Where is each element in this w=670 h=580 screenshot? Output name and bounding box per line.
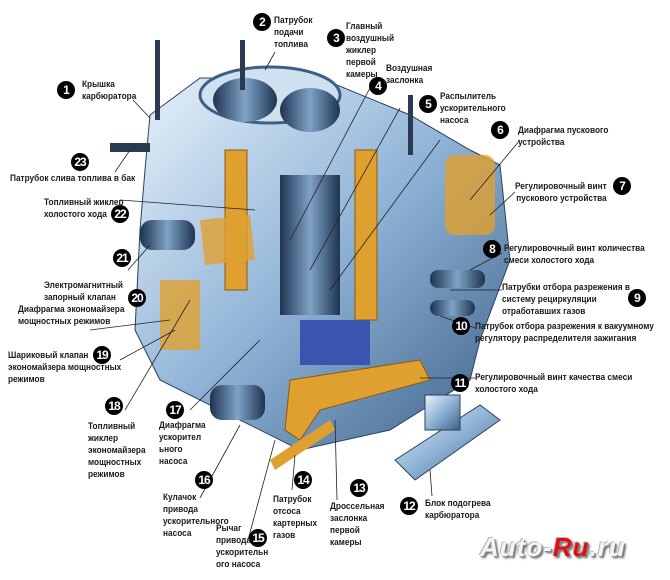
label-economizer-jet: Топливный жиклер экономайзера мощностных…: [88, 421, 146, 479]
watermark-part: Auto-: [480, 532, 553, 562]
label-pump-nozzle: Распылитель ускорительного насоса: [440, 91, 506, 125]
watermark-part: Ru: [552, 532, 590, 562]
label-egr-ports: Патрубки отбора разрежения в систему рец…: [502, 282, 630, 316]
label-starter-screw: Регулировочный винт пускового устройства: [515, 181, 607, 203]
label-idle-fuel-jet: Топливный жиклер холостого хода: [44, 197, 124, 219]
label-crankcase-port: Патрубок отсоса картерных газов: [273, 494, 318, 540]
label-idle-quality-screw: Регулировочный винт качества смеси холос…: [475, 372, 633, 394]
watermark-part: .ru: [589, 532, 626, 562]
label-ball-valve: Шариковый клапан экономайзера мощностных…: [8, 350, 122, 384]
label-throttle-valve: Дроссельная заслонка первой камеры: [330, 501, 385, 547]
callout-number-7: 7: [613, 177, 631, 195]
callout-number-13: 13: [350, 479, 368, 497]
label-choke-valve: Воздушная заслонка: [386, 63, 433, 85]
label-carburetor-cover: Крышка карбюратора: [82, 79, 137, 101]
callout-number-19: 19: [93, 346, 111, 364]
label-pump-diaphragm: Диафрагма ускорител ьного насоса: [159, 420, 206, 466]
callout-number-14: 14: [294, 471, 312, 489]
label-solenoid-valve: Электромагнитный запорный клапан: [44, 280, 124, 302]
callout-number-4: 4: [369, 77, 387, 95]
label-pump-cam: Кулачок привода ускорительного насоса: [163, 492, 229, 538]
label-fuel-inlet: Патрубок подачи топлива: [274, 15, 313, 49]
callout-number-5: 5: [419, 95, 437, 113]
label-main-air-jet: Главный воздушный жиклер первой камеры: [346, 21, 395, 79]
callout-number-21: 21: [113, 249, 131, 267]
callout-number-23: 23: [71, 153, 89, 171]
callout-number-2: 2: [253, 13, 271, 31]
callout-number-10: 10: [452, 317, 470, 335]
callout-number-8: 8: [483, 240, 501, 258]
label-idle-quantity-screw: Регулировочный винт количества смеси хол…: [504, 243, 645, 265]
callout-number-9: 9: [628, 289, 646, 307]
label-pump-lever: Рычаг привода ускорительн ого насоса: [216, 523, 269, 569]
callout-number-18: 18: [105, 397, 123, 415]
callout-number-3: 3: [327, 29, 345, 47]
leader-lines: [89, 51, 521, 541]
callout-number-20: 20: [128, 289, 146, 307]
callout-number-15: 15: [249, 529, 267, 547]
label-vacuum-port: Патрубок отбора разрежения к вакуумному …: [475, 321, 654, 343]
callout-number-22: 22: [111, 205, 129, 223]
label-economizer-diaphragm: Диафрагма экономайзера мощностных режимо…: [18, 304, 125, 326]
callout-number-16: 16: [195, 471, 213, 489]
label-heater-block: Блок подогрева карбюратора: [425, 498, 491, 520]
callout-number-12: 12: [400, 497, 418, 515]
carburetor-body: [110, 40, 511, 481]
callout-number-11: 11: [451, 374, 469, 392]
label-starter-diaphragm: Диафрагма пускового устройства: [518, 125, 609, 147]
watermark-logo: Auto-Ru.ru: [480, 532, 626, 563]
callout-number-1: 1: [57, 81, 75, 99]
callout-number-6: 6: [491, 121, 509, 139]
callout-number-17: 17: [166, 401, 184, 419]
label-fuel-return: Патрубок слива топлива в бак: [10, 173, 136, 183]
